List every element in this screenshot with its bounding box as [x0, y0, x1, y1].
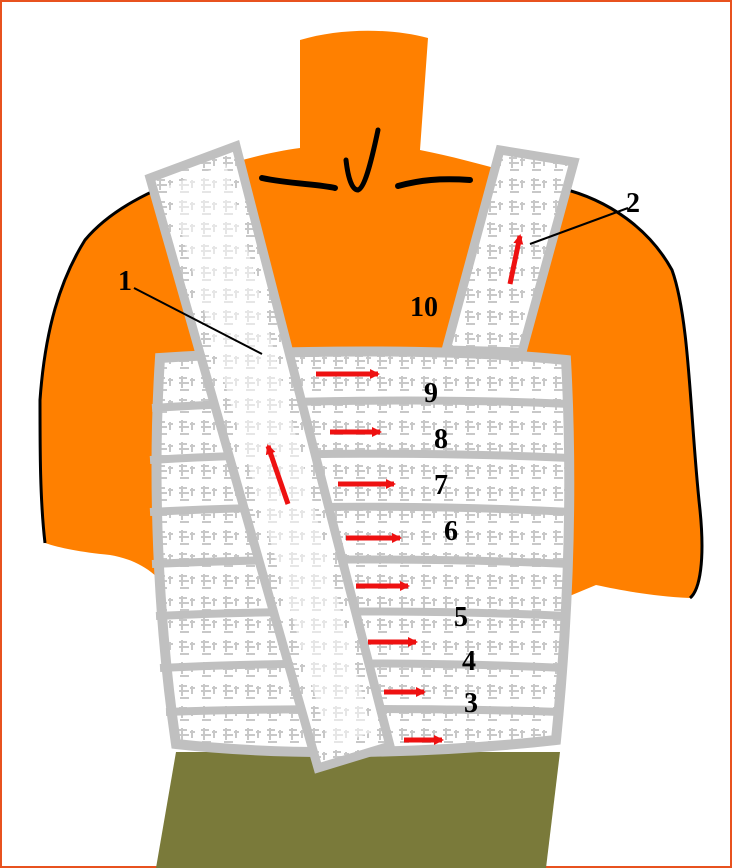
label-8: 8	[434, 424, 448, 455]
pants	[156, 752, 560, 868]
label-5: 5	[454, 602, 468, 633]
label-2: 2	[626, 188, 640, 219]
label-7: 7	[434, 470, 448, 501]
label-3: 3	[464, 688, 478, 719]
label-9: 9	[424, 378, 438, 409]
label-6: 6	[444, 516, 458, 547]
label-1: 1	[118, 266, 132, 297]
label-4: 4	[462, 646, 476, 677]
label-10: 10	[410, 292, 438, 323]
